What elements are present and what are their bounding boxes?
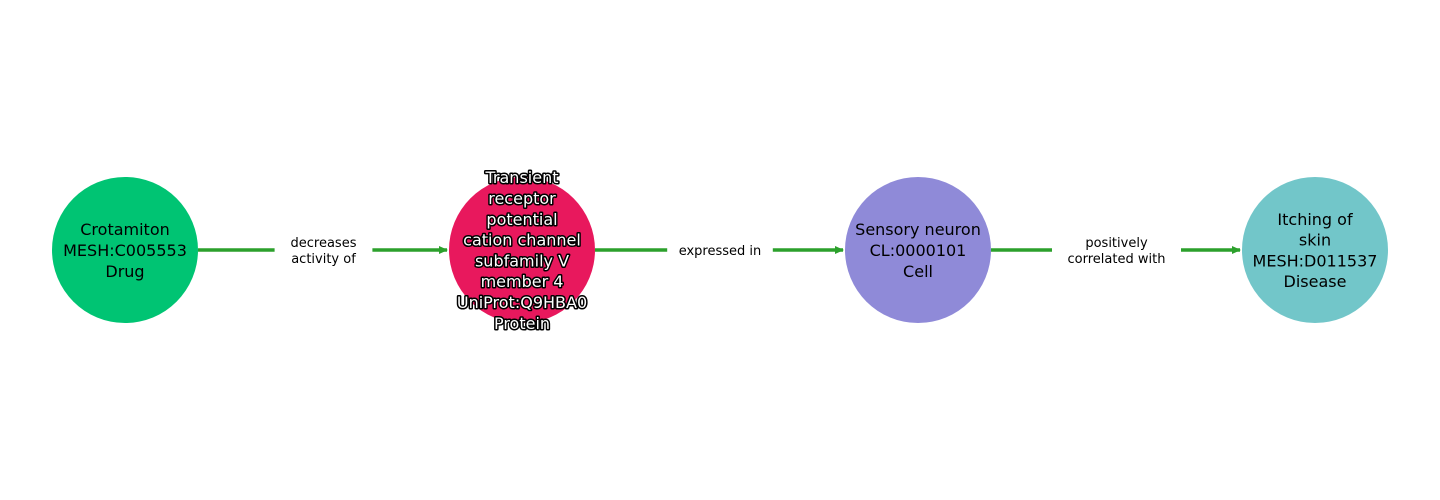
node-circle[interactable] (449, 177, 595, 323)
node-label: Disease (1284, 272, 1347, 291)
edge-trpv4-to-sensory-neuron: expressed in (595, 240, 844, 260)
node-label: potential (486, 210, 557, 229)
edge-label-background (274, 232, 373, 268)
node-circle[interactable] (1242, 177, 1388, 323)
node-label: CL:0000101 (870, 241, 967, 260)
edge-label: positively (1085, 236, 1148, 251)
edge-label-background (1052, 232, 1181, 268)
node-label: MESH:D011537 (1253, 251, 1378, 270)
node-label: Drug (105, 262, 144, 281)
node-circle[interactable] (845, 177, 991, 323)
node-label: Itching of (1277, 210, 1353, 229)
edge-label: decreases (291, 236, 357, 251)
node-label: subfamily V (475, 251, 569, 270)
node-label: receptor (488, 189, 556, 208)
node-label: cation channel (463, 231, 581, 250)
edge-label-background (667, 240, 773, 260)
edge-label: correlated with (1068, 252, 1166, 267)
node-label: Crotamiton (80, 220, 170, 239)
node-label: Cell (903, 262, 933, 281)
node-label: Protein (494, 314, 550, 333)
edge-label: activity of (291, 252, 356, 267)
node-label: skin (1299, 231, 1331, 250)
edge-label: expressed in (679, 244, 762, 259)
node-circle[interactable] (52, 177, 198, 323)
node-trpv4[interactable]: Transient receptor potential cation channel… (449, 167, 595, 334)
node-label: Sensory neuron (855, 220, 981, 239)
node-label: Transient (485, 168, 559, 187)
node-label: member 4 (481, 272, 564, 291)
node-label: UniProt:Q9HBA0 (457, 293, 587, 312)
node-label: MESH:C005553 (63, 241, 187, 260)
